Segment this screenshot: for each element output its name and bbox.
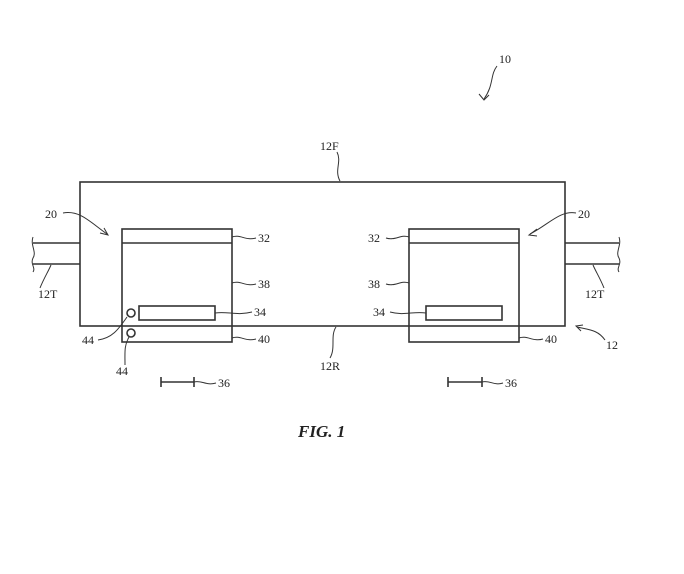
label-34-left: 34 [254, 305, 266, 319]
eye-box-right [447, 377, 504, 387]
label-44-upper: 44 [82, 333, 94, 347]
sensor-lower [126, 328, 136, 338]
label-40-left: 40 [258, 332, 270, 346]
label-38-right: 38 [368, 277, 380, 291]
right-temple [565, 236, 621, 273]
label-40-right: 40 [545, 332, 557, 346]
housing-outline [79, 181, 566, 327]
figure-caption: FIG. 1 [297, 422, 345, 441]
label-10: 10 [499, 52, 511, 66]
label-12: 12 [606, 338, 618, 352]
label-12R: 12R [320, 359, 340, 373]
label-32-left: 32 [258, 231, 270, 245]
label-20-right: 20 [578, 207, 590, 221]
left-temple [31, 236, 80, 273]
label-38-left: 38 [258, 277, 270, 291]
label-12F: 12F [320, 139, 339, 153]
left-optical-module [121, 228, 233, 343]
right-display [425, 305, 503, 321]
sensor-upper [126, 308, 136, 318]
label-32-right: 32 [368, 231, 380, 245]
label-12T-right: 12T [585, 287, 605, 301]
label-12T-left: 12T [38, 287, 58, 301]
left-display [138, 305, 216, 321]
leader-lines [39, 65, 606, 366]
label-44-lower: 44 [116, 364, 128, 378]
eye-box-left [160, 377, 217, 387]
label-34-right: 34 [373, 305, 385, 319]
label-20-left: 20 [45, 207, 57, 221]
label-36-right: 36 [505, 376, 517, 390]
label-36-left: 36 [218, 376, 230, 390]
right-optical-module [408, 228, 520, 343]
